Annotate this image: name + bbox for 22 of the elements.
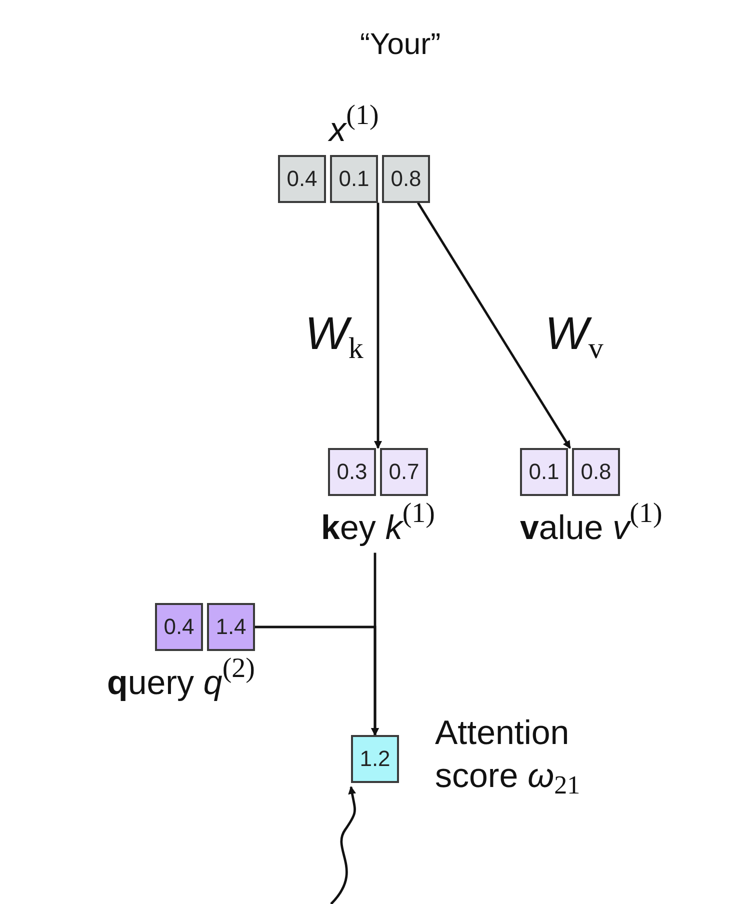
- vector-label: query q$^{(2)}$: [107, 652, 255, 704]
- vector-cell: 0.8: [382, 154, 430, 203]
- vector-cell: 0.4: [155, 603, 203, 651]
- vector-label: value v$^{(1)}$: [520, 497, 662, 549]
- word-label: “Your”: [360, 28, 441, 62]
- vector-cell: 0.1: [520, 448, 568, 496]
- edge-label: W$_{v}$: [545, 310, 604, 356]
- vector-cell: 0.7: [380, 448, 428, 496]
- vector-label: x$^{(1)}$: [329, 99, 379, 151]
- vector-label: key k$^{(1)}$: [321, 497, 435, 549]
- vector-cell: 0.8: [572, 448, 620, 496]
- edge-label: W$_{k}$: [305, 310, 364, 356]
- score-cell: 1.2: [351, 735, 399, 783]
- vector-cell: 0.3: [328, 448, 376, 496]
- vector-cell: 0.1: [330, 154, 378, 203]
- arrow: [330, 786, 356, 904]
- arrow: [374, 202, 382, 449]
- arrow: [416, 202, 572, 449]
- arrow: [255, 626, 379, 736]
- score-caption: Attention score ω$_{21}$: [435, 713, 582, 797]
- vector-cell: 0.4: [278, 154, 326, 203]
- vector-cell: 1.4: [207, 603, 255, 651]
